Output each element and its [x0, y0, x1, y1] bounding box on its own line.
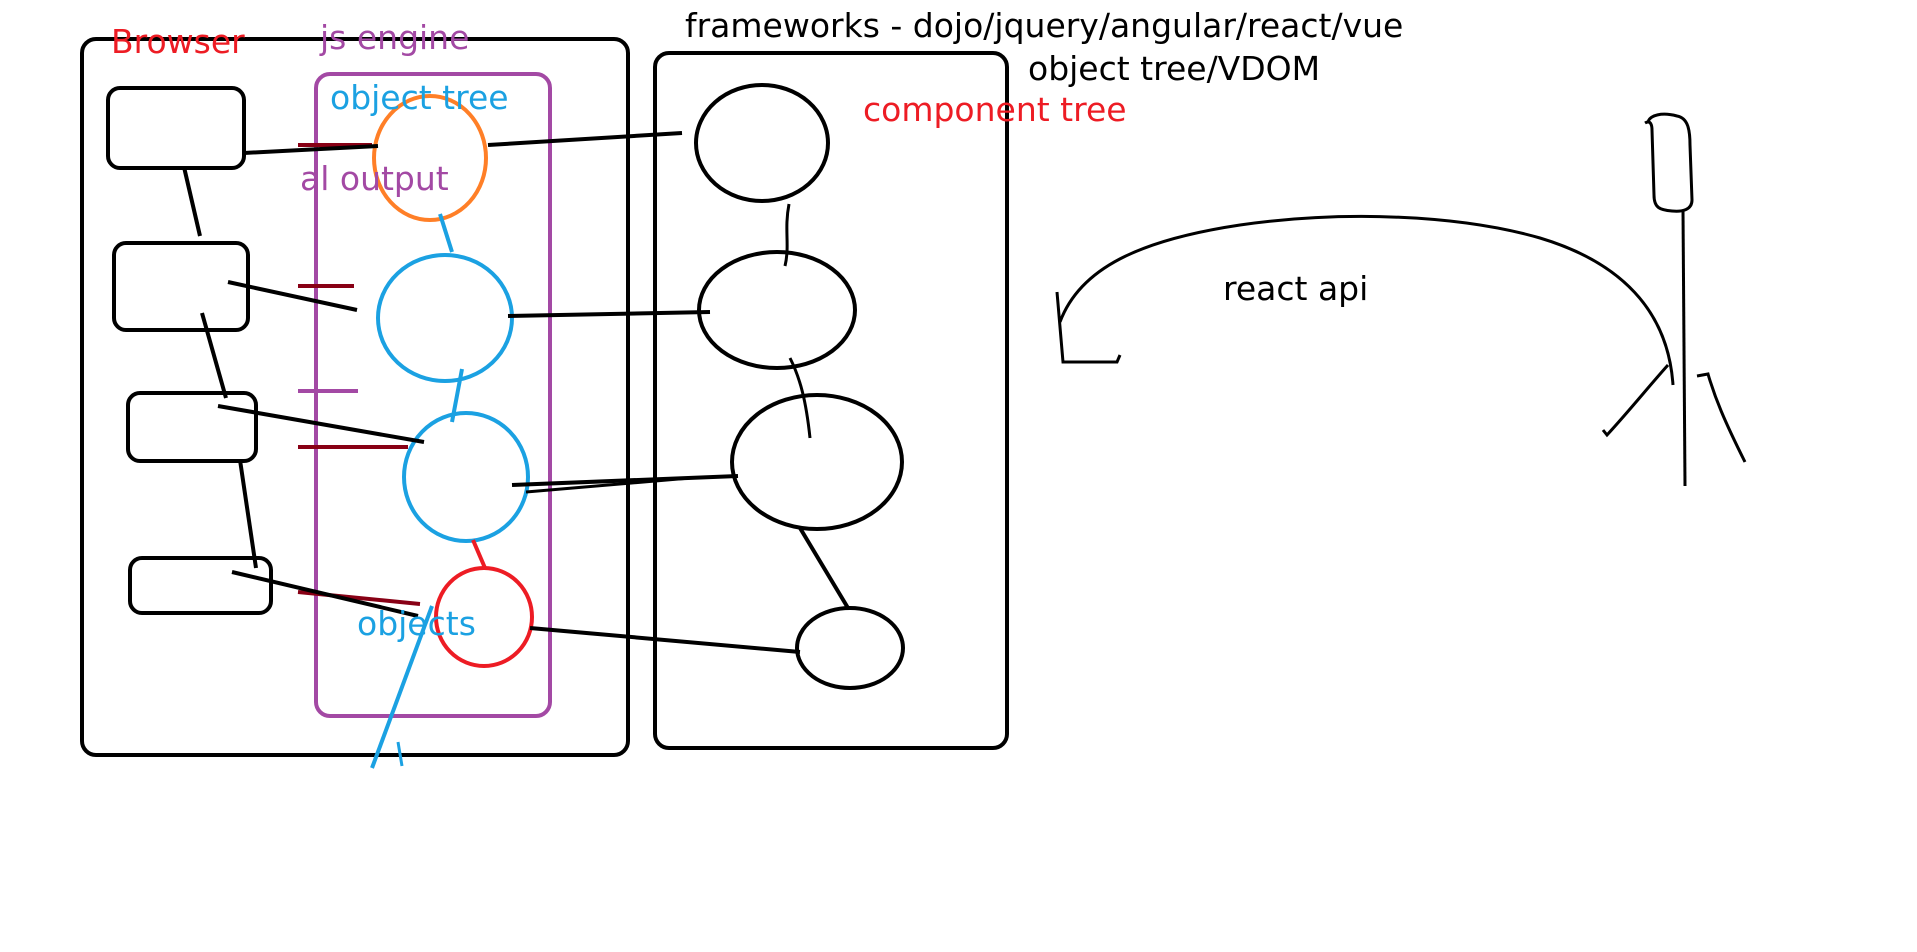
al-output-label: al output [300, 159, 449, 198]
browser-node-1 [106, 86, 246, 170]
component-node-4 [795, 606, 905, 690]
component-link-2-3 [788, 357, 812, 439]
binding-line-4 [231, 570, 419, 618]
browser-label: Browser [111, 22, 245, 61]
engine-link-blue-tail [370, 605, 434, 769]
engine-object-orange [372, 94, 488, 222]
browser-panel [80, 37, 630, 757]
vdom-label: object tree/VDOM [1028, 49, 1320, 88]
component-node-3 [730, 393, 904, 531]
engine-object-blue-1 [376, 253, 514, 383]
browser-link-1-2 [182, 166, 202, 237]
browser-node-4 [128, 556, 273, 615]
engine-object-blue-2 [402, 411, 530, 543]
react-api-arc [1058, 214, 1675, 386]
js-engine-panel [314, 72, 552, 718]
mapping-line-3b [525, 476, 691, 494]
mapping-line-1 [487, 131, 683, 147]
binding-line-1 [243, 144, 379, 155]
mapping-line-3 [511, 474, 739, 487]
object-tree-label: object tree [330, 78, 509, 117]
browser-link-3-4 [238, 459, 258, 569]
figure-arm-left [1601, 363, 1670, 438]
browser-node-2 [112, 241, 250, 332]
engine-link-blue-blue [450, 368, 464, 423]
engine-link-blue-red [471, 539, 487, 569]
binding-line-3 [217, 404, 425, 444]
component-node-2 [697, 250, 857, 370]
engine-link-blue-tick [396, 741, 404, 767]
component-tree-label: component tree [863, 90, 1127, 129]
framework-panel [653, 51, 1009, 750]
mapping-line-4 [529, 626, 801, 654]
figure-body [1681, 209, 1687, 487]
binding-line-2 [227, 280, 358, 312]
browser-node-3 [126, 391, 258, 463]
component-link-3-4 [798, 526, 850, 610]
objects-label: objects [357, 604, 476, 643]
figure-arm-right [1696, 372, 1747, 463]
figure-head [1644, 112, 1694, 213]
component-link-1-2 [783, 203, 791, 267]
js-engine-label: js engine [319, 18, 469, 57]
browser-link-2-3 [200, 312, 228, 399]
engine-link-orange-blue [438, 213, 454, 253]
mapping-line-2 [507, 310, 711, 318]
frameworks-label: frameworks - dojo/jquery/angular/react/v… [685, 6, 1403, 45]
component-node-1 [694, 83, 830, 203]
react-api-label: react api [1223, 269, 1368, 308]
react-api-arc-start [1055, 291, 1122, 364]
